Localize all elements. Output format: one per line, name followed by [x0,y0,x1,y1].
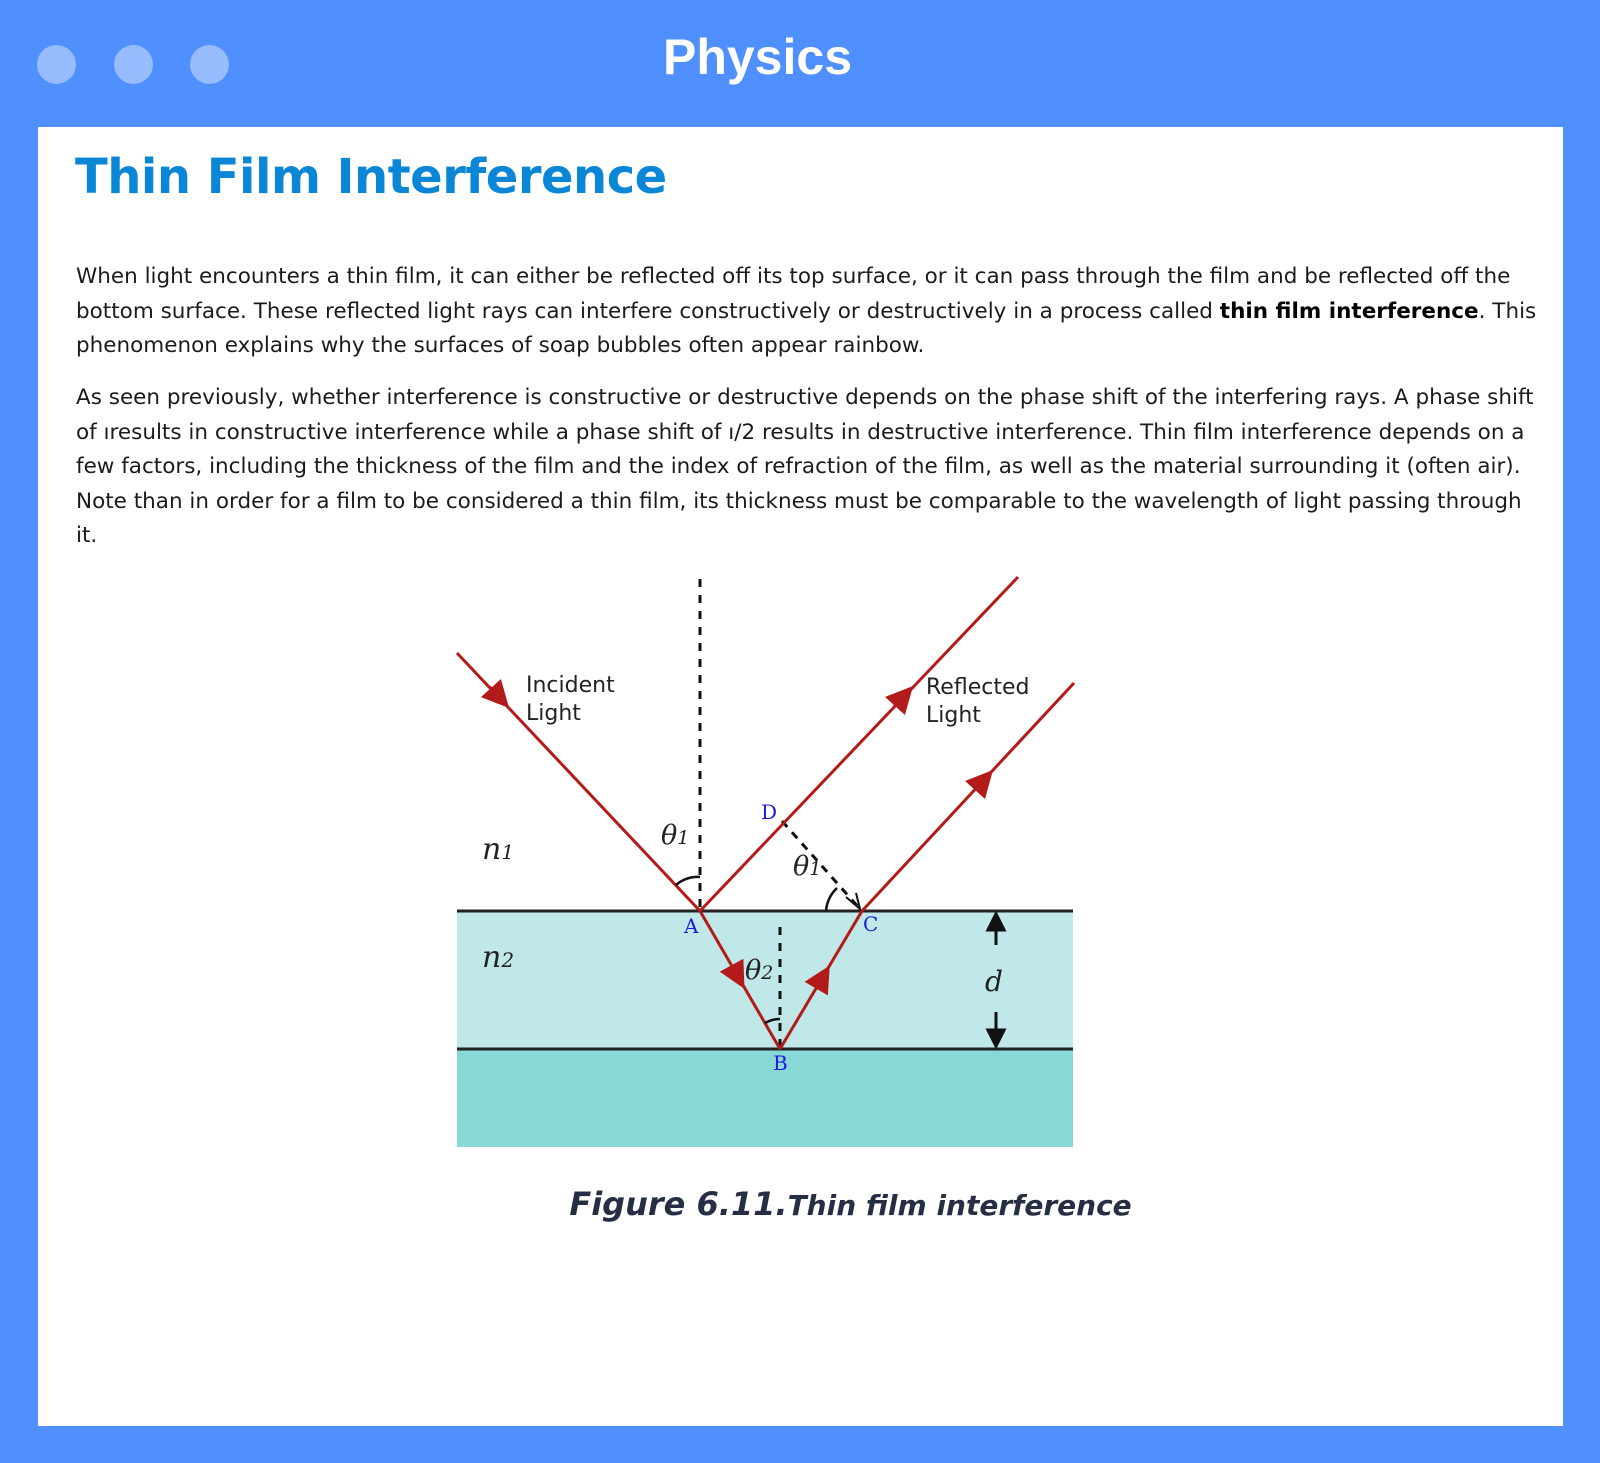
angle-arc-theta1-c [824,887,838,912]
incident-ray-marker [480,678,510,708]
wavefront-line-dc [780,820,862,910]
refracted-ray-bc-marker [804,965,830,996]
intro-text-end: . This phenomenon explains why the surfa… [76,298,1537,359]
intro-paragraph: When light encounters a thin film, it ca… [76,260,1538,364]
reflected-light-label-1: Reflected [926,675,1029,700]
thickness-label-d: d [985,965,1003,998]
reflected-light-label-2: Light [926,703,981,728]
angle-arc-theta2-b [764,1017,781,1025]
incident-light-label-1: Incident [526,673,615,698]
window-title: Physics [662,29,852,85]
reflected-ray-2-marker [964,769,994,800]
phase-shift-paragraph: As seen previously, whether interference… [76,385,1534,548]
medium-label-n2: n2 [482,940,514,975]
point-label-b: B [773,1051,788,1075]
reflected-ray-1 [698,575,1020,913]
theta2-label-b: θ2 [745,955,773,986]
intro-bold-term: thin film interference [1219,298,1479,324]
theta1-label-a: θ1 [661,820,689,851]
page-title: Thin Film Interference [75,149,667,205]
window-close-dot[interactable] [37,45,76,84]
substrate-layer [457,1049,1073,1147]
theta1-label-c: θ1 [793,851,821,882]
window-minimize-dot[interactable] [114,45,153,84]
figure-caption-number: Figure 6.11. [569,1185,788,1223]
incident-light-label-2: Light [526,701,581,726]
medium-label-n1: n1 [482,832,514,867]
point-label-c: C [863,912,878,936]
point-label-a: A [683,914,699,938]
content-panel: Thin Film Interference When light encoun… [38,127,1563,1426]
angle-arc-theta1-a [675,875,701,886]
wavefront-arrowhead [845,892,862,912]
thin-film-diagram: Incident Light Reflected Light n1 n2 θ1 … [455,575,1076,1147]
refracted-ray-ab-marker [719,958,745,989]
point-label-d: D [761,800,777,824]
window-titlebar: Physics [0,0,1600,128]
reflected-ray-1-marker [884,686,914,716]
figure-caption-text: Thin film interference [787,1189,1132,1222]
window-maximize-dot[interactable] [190,45,229,84]
intro-text-start: When light encounters a thin film, it ca… [76,264,1511,324]
figure-caption: Figure 6.11.Thin film interference [88,1185,1600,1223]
